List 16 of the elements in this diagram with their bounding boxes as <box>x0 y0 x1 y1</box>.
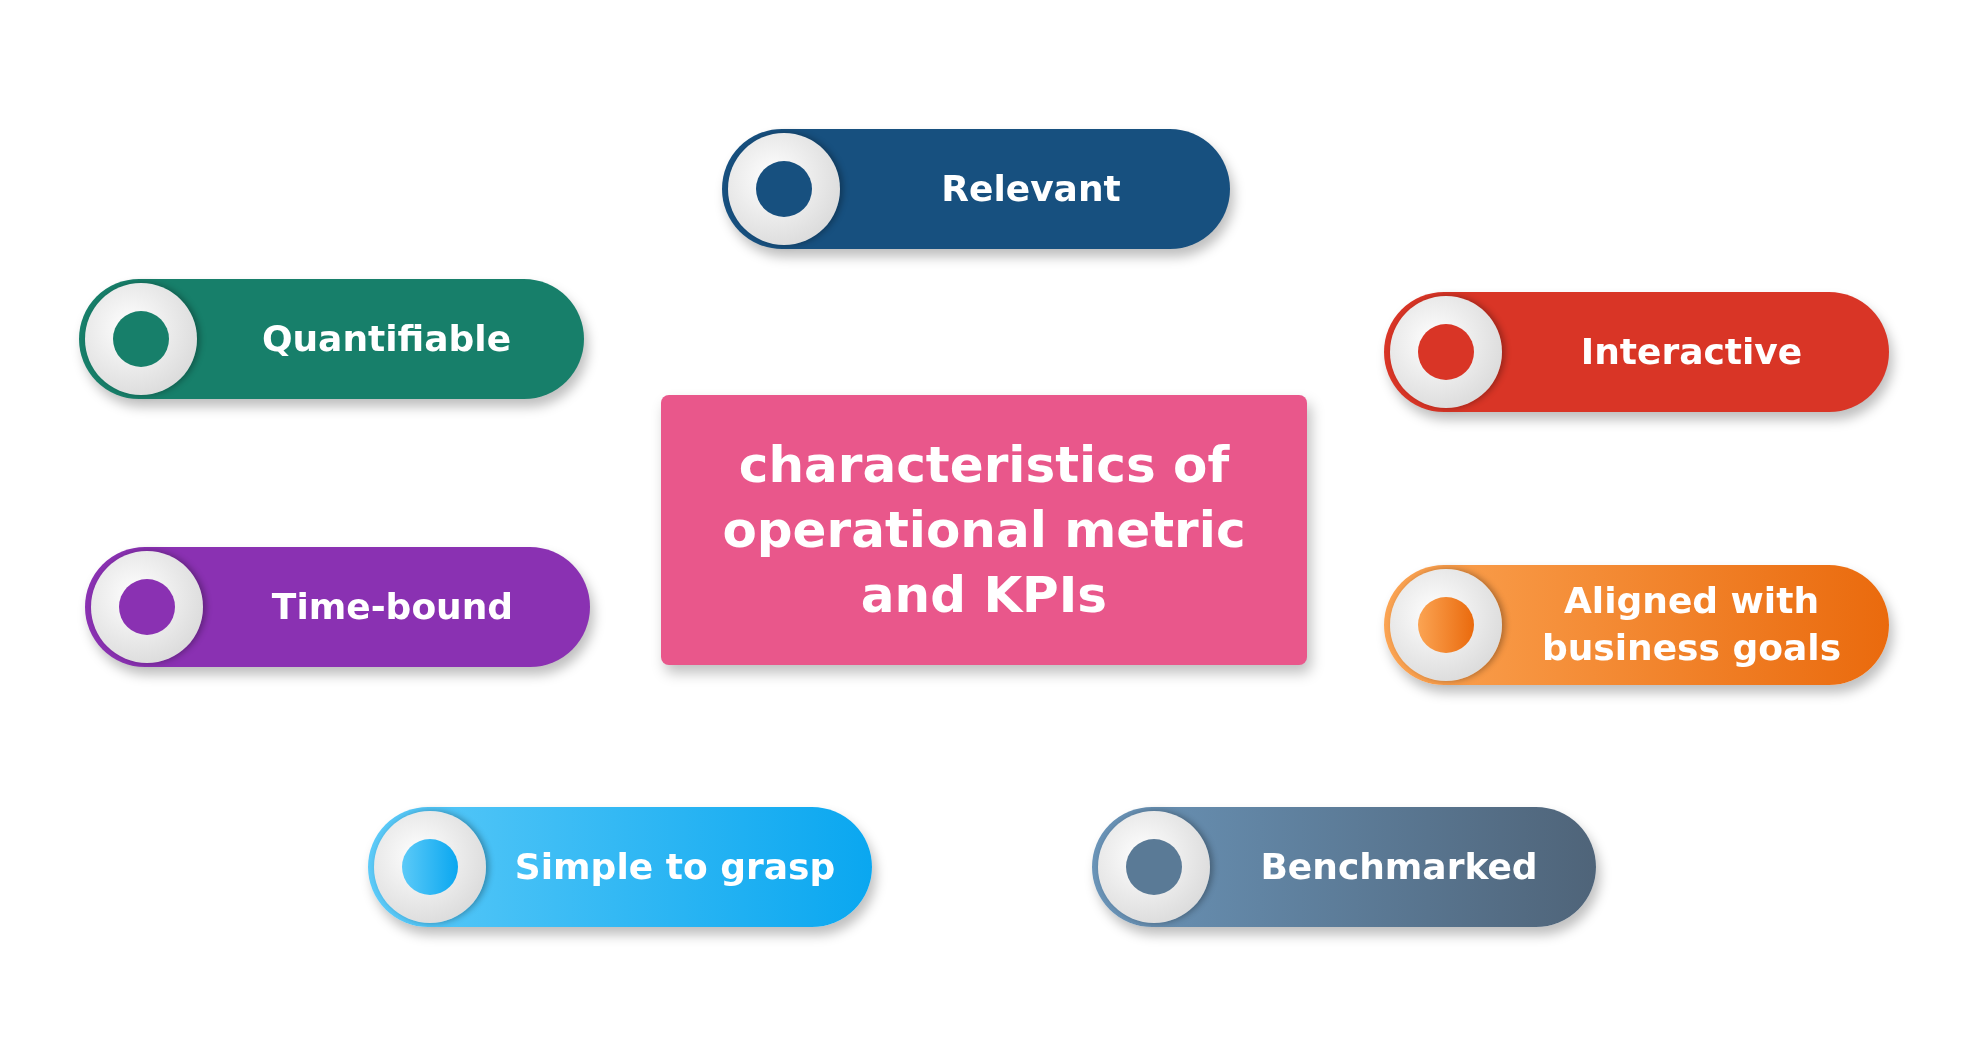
characteristic-label: Relevant <box>941 166 1121 211</box>
pill-shape <box>1384 565 1889 685</box>
pill-shape <box>1384 292 1889 412</box>
characteristic-label: Quantifiable <box>261 316 512 361</box>
characteristic-label: Time-bound <box>271 584 514 629</box>
characteristic-label: Benchmarked <box>1260 844 1538 889</box>
characteristic-label: Interactive <box>1580 329 1803 374</box>
title-box <box>661 395 1307 665</box>
pill-shape <box>722 129 1230 249</box>
title-text: characteristics of operational metric and KPIs <box>721 434 1247 626</box>
pill-shape <box>368 807 872 927</box>
characteristic-label: Aligned with business goals <box>1540 579 1843 670</box>
characteristic-label: Simple to grasp <box>514 844 836 889</box>
pill-shape <box>1092 807 1596 927</box>
pill-shape <box>85 547 590 667</box>
pill-shape <box>79 279 584 399</box>
